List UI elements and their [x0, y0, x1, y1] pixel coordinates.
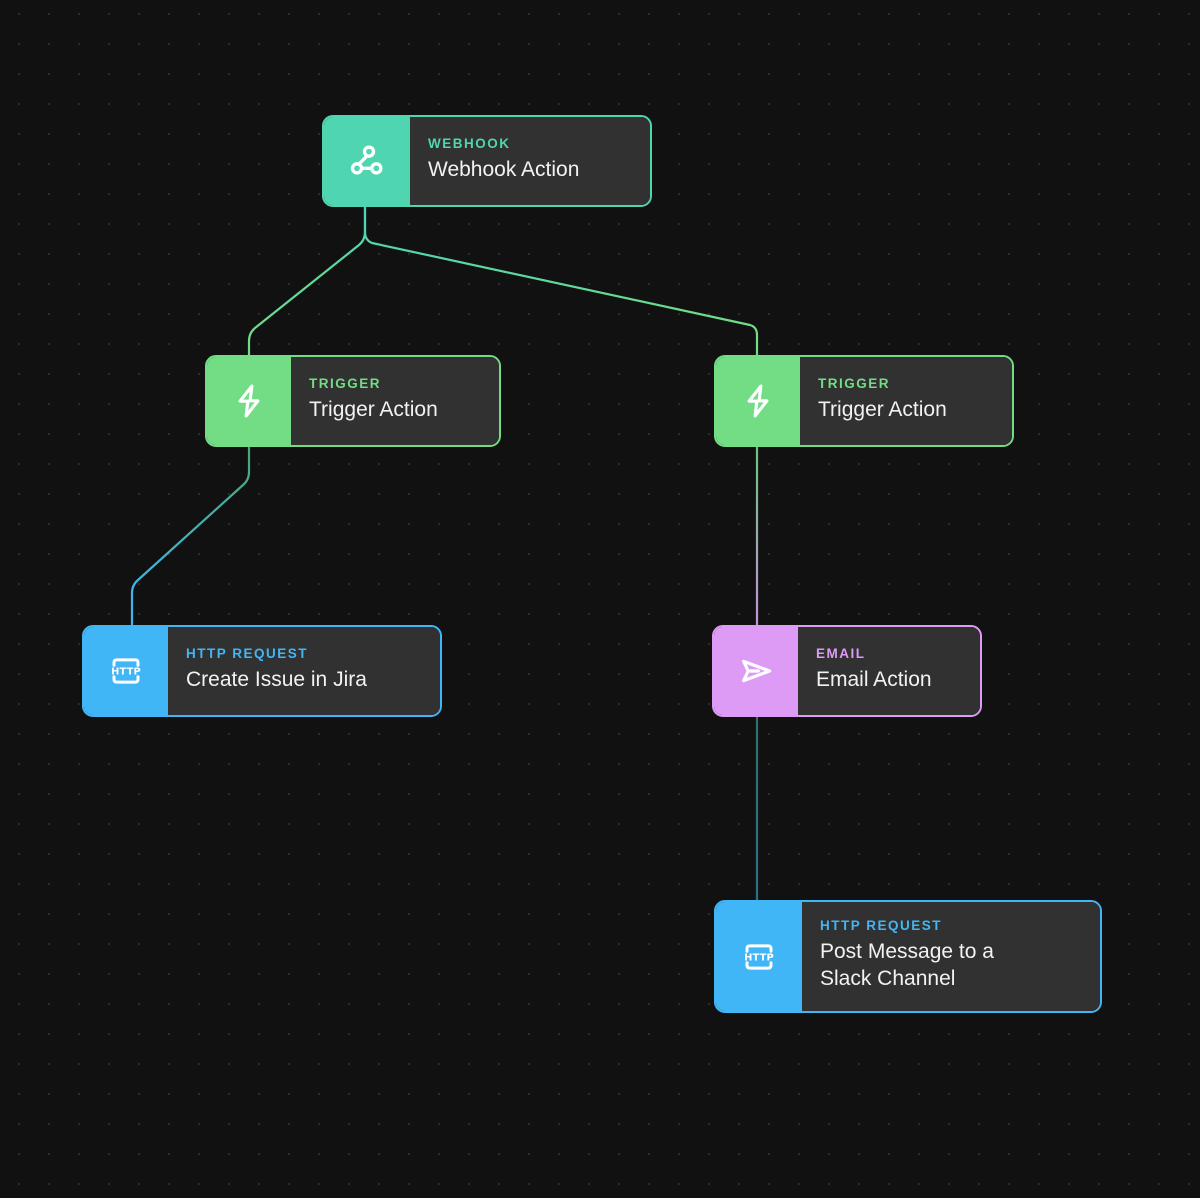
node-icon-slot: HTTP	[84, 627, 168, 715]
node-title: Trigger Action	[818, 398, 947, 422]
node-icon-slot: HTTP	[716, 902, 802, 1011]
http-scan-frame-icon: HTTP	[105, 650, 147, 692]
node-kicker: HTTP REQUEST	[820, 917, 943, 933]
node-icon-slot	[207, 357, 291, 445]
node-icon-slot	[716, 357, 800, 445]
lightning-bolt-icon	[230, 382, 268, 420]
node-body: TRIGGER Trigger Action	[291, 357, 499, 445]
node-title: Webhook Action	[428, 158, 580, 182]
node-body: EMAIL Email Action	[798, 627, 980, 715]
node-http-jira[interactable]: HTTP HTTP REQUEST Create Issue in Jira	[82, 625, 442, 717]
webhook-share-icon	[347, 141, 387, 181]
http-scan-frame-icon: HTTP	[738, 936, 780, 978]
node-webhook[interactable]: WEBHOOK Webhook Action	[322, 115, 652, 207]
node-title: Post Message to a Slack Channel	[820, 939, 994, 991]
node-kicker: WEBHOOK	[428, 136, 511, 152]
node-kicker: HTTP REQUEST	[186, 646, 309, 662]
node-title: Trigger Action	[309, 398, 438, 422]
node-body: WEBHOOK Webhook Action	[410, 117, 650, 205]
node-icon-slot	[714, 627, 798, 715]
node-kicker: EMAIL	[816, 646, 866, 662]
edge-webhook-to-trigger-right	[363, 205, 759, 357]
node-email[interactable]: EMAIL Email Action	[712, 625, 982, 717]
node-title: Email Action	[816, 668, 932, 692]
node-trigger-right[interactable]: TRIGGER Trigger Action	[714, 355, 1014, 447]
node-http-slack[interactable]: HTTP HTTP REQUEST Post Message to a Slac…	[714, 900, 1102, 1013]
node-body: HTTP REQUEST Create Issue in Jira	[168, 627, 440, 715]
svg-text:HTTP: HTTP	[111, 667, 141, 678]
node-body: HTTP REQUEST Post Message to a Slack Cha…	[802, 902, 1100, 1011]
edge-trigger-left-to-http-jira	[130, 445, 251, 627]
node-kicker: TRIGGER	[818, 376, 891, 392]
node-kicker: TRIGGER	[309, 376, 382, 392]
svg-text:HTTP: HTTP	[744, 952, 774, 963]
paper-plane-icon	[736, 651, 776, 691]
edge-webhook-to-trigger-left	[247, 205, 367, 357]
node-body: TRIGGER Trigger Action	[800, 357, 1012, 445]
node-trigger-left[interactable]: TRIGGER Trigger Action	[205, 355, 501, 447]
node-title: Create Issue in Jira	[186, 668, 367, 692]
lightning-bolt-icon	[739, 382, 777, 420]
node-icon-slot	[324, 117, 410, 205]
